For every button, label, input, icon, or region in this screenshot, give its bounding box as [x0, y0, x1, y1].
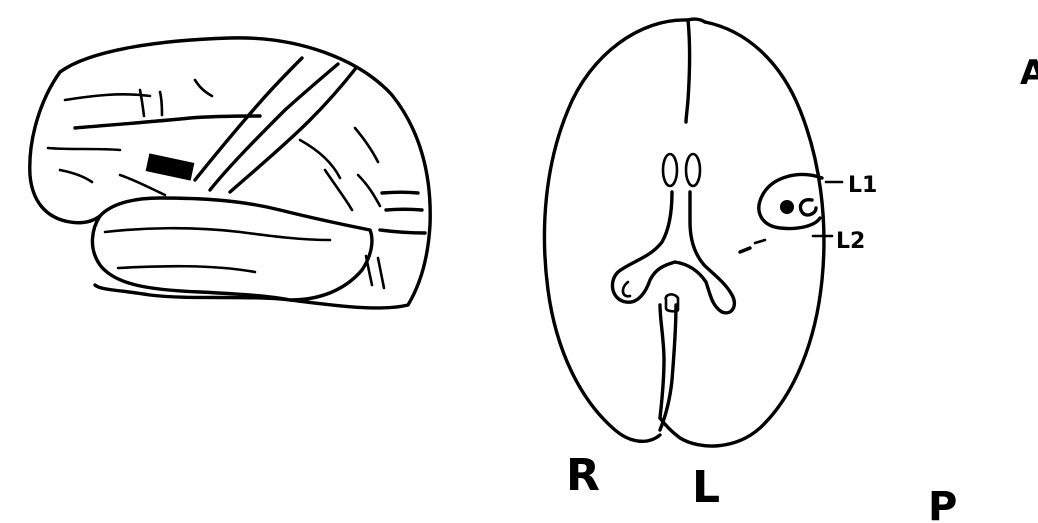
label-posterior: P — [928, 484, 957, 523]
label-lesion-2: L2 — [836, 229, 865, 254]
frontal-sulcus-3 — [140, 90, 144, 116]
frontal-sulcus-6 — [195, 80, 212, 96]
axial-brain-view — [544, 19, 842, 446]
lesion-dash-left — [740, 248, 750, 252]
central-sulcus — [195, 58, 302, 180]
temporal-lobe-sulcus — [105, 228, 330, 240]
lateral-lesion-marker — [146, 153, 195, 180]
postcentral-sulcus — [210, 64, 338, 190]
frontal-sulcus-5 — [60, 170, 92, 182]
temporal-lobe-sulcus-lower — [118, 266, 255, 272]
frontal-sulcus-2 — [48, 148, 120, 150]
temporal-lobe-outline — [92, 198, 372, 300]
frontal-sulcus-7 — [120, 175, 165, 195]
label-anterior: A — [1020, 53, 1038, 93]
axial-left-hemisphere-outline — [660, 22, 824, 446]
frontal-horn-right — [663, 154, 677, 186]
occipital-line-2 — [386, 209, 422, 210]
label-right: R — [566, 450, 600, 501]
interhemispheric-fissure-top-cap — [688, 19, 705, 22]
temporal-tick-2 — [378, 258, 384, 288]
axial-lesion-crescent — [800, 200, 816, 215]
interhemispheric-fissure-upper — [686, 20, 690, 122]
lateral-brain-outline — [60, 38, 430, 308]
lateral-brain-view — [30, 38, 430, 308]
parietal-sulcus-4 — [358, 175, 380, 206]
label-lesion-1: L1 — [848, 173, 877, 198]
parietal-sulcus-1 — [300, 140, 340, 178]
frontal-sulcus-1 — [65, 94, 150, 100]
interhemispheric-fissure-lower — [660, 305, 664, 418]
occipital-line-1 — [382, 192, 418, 193]
occipital-line-3 — [380, 230, 425, 233]
label-left: L — [692, 462, 720, 513]
ventricle-inner-right — [623, 282, 630, 296]
lateral-fissure — [75, 116, 260, 128]
lateral-brain-frontal-lower — [30, 72, 100, 223]
lesion-dash-right — [755, 240, 765, 243]
parietal-sulcus-3 — [355, 128, 378, 162]
frontal-horn-left — [686, 154, 700, 186]
axial-lesion-core — [780, 200, 794, 214]
frontal-sulcus-4 — [160, 92, 162, 115]
